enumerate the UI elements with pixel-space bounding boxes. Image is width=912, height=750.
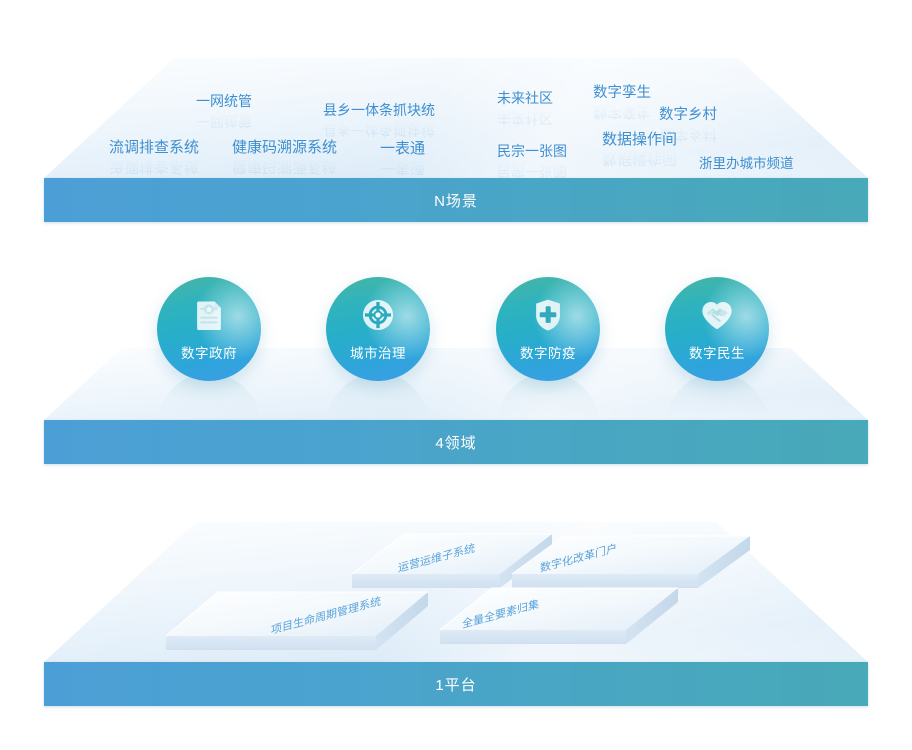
scene-tag[interactable]: 数字孪生数字孪生	[593, 81, 651, 119]
scene-tag-label: 健康码溯源系统	[232, 139, 338, 156]
scene-tag[interactable]: 一网统管一网统管	[196, 91, 252, 129]
scene-tag[interactable]: 流调排查系统流调排查系统	[109, 136, 200, 175]
scene-tag-label: 数据操作间	[602, 131, 678, 148]
platform-block[interactable]: 全量全要素归集	[439, 587, 678, 650]
handshake-heart-icon	[698, 296, 736, 334]
domain-circle[interactable]: 数字民生	[665, 277, 769, 381]
scene-tag-label: 浙里办城市频道	[699, 156, 794, 171]
banner-platform-label: 1平台	[435, 676, 477, 694]
scene-tag[interactable]: 民宗一张图民宗一张图	[497, 141, 567, 179]
domain-circle-label: 数字防疫	[520, 346, 576, 361]
domain-circle-content: 数字政府	[157, 277, 261, 381]
domain-circle-content: 数字防疫	[496, 277, 600, 381]
domain-circle[interactable]: 数字政府	[157, 277, 261, 381]
document-star-icon	[190, 296, 228, 334]
domain-circle-label: 数字民生	[689, 346, 745, 361]
scene-tag-label: 流调排查系统	[109, 139, 200, 156]
scene-tag[interactable]: 未来社区未来社区	[497, 88, 553, 126]
scene-tag[interactable]: 浙里办城市频道浙里办城市频道	[699, 152, 794, 188]
scene-tag[interactable]: 数据操作间数据操作间	[602, 128, 678, 167]
domain-circle[interactable]: 数字防疫	[496, 277, 600, 381]
scene-tag-label: 一网统管	[196, 93, 252, 109]
domain-circle-label: 数字政府	[181, 346, 237, 361]
domain-circle[interactable]: 城市治理	[326, 277, 430, 381]
scene-tag[interactable]: 一表通一表通	[380, 137, 426, 176]
scene-tag-label: 数字乡村	[659, 107, 717, 123]
scene-tag[interactable]: 县乡一体条抓块统县乡一体条抓块统	[323, 100, 435, 138]
scenes-platform-trapezoid	[44, 58, 868, 178]
platform-block[interactable]: 数字化改革门户	[511, 535, 750, 594]
platform-block[interactable]: 项目生命周期管理系统	[165, 591, 428, 656]
scene-tag-label: 未来社区	[497, 90, 553, 106]
banner-domains-label: 4领域	[435, 434, 477, 452]
scene-tag-label: 数字孪生	[593, 85, 651, 101]
banner-scenes-label: N场景	[434, 192, 478, 210]
domain-circle-content: 城市治理	[326, 277, 430, 381]
scene-tag[interactable]: 数字乡村数字乡村	[659, 103, 717, 141]
target-crosshair-icon	[359, 296, 397, 334]
scene-tag[interactable]: 健康码溯源系统健康码溯源系统	[232, 136, 338, 175]
banner-domains[interactable]: 4领域	[44, 420, 868, 464]
shield-plus-icon	[529, 296, 567, 334]
banner-platform[interactable]: 1平台	[44, 662, 868, 706]
scene-tag-label: 一表通	[380, 140, 426, 157]
banner-scenes[interactable]: N场景	[44, 178, 868, 222]
scene-tag-label: 县乡一体条抓块统	[323, 102, 435, 118]
domain-circle-content: 数字民生	[665, 277, 769, 381]
domain-circle-label: 城市治理	[350, 346, 406, 361]
scene-tag-label: 民宗一张图	[497, 143, 567, 159]
